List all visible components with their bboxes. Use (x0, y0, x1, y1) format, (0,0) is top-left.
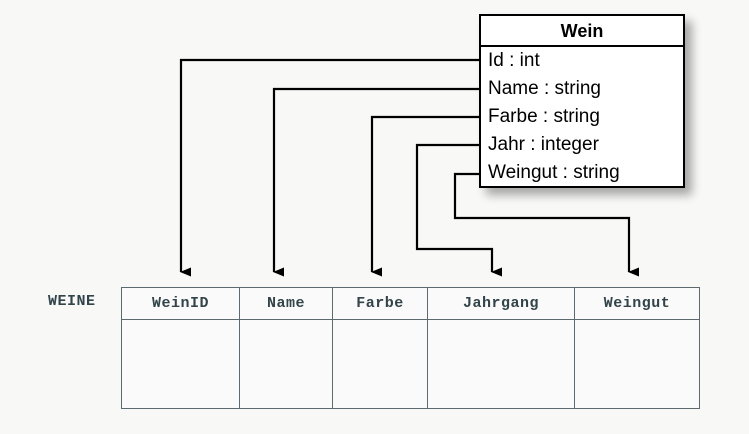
column-header-farbe: Farbe (332, 287, 428, 320)
connector-name-to-name (272, 87, 479, 277)
cell-weingut (574, 319, 700, 409)
relational-table: WeinID Name Farbe Jahrgang Weingut (121, 287, 700, 409)
uml-attribute-jahr: Jahr : integer (488, 134, 599, 155)
connector-farbe-to-farbe (370, 115, 479, 277)
column-header-weingut: Weingut (574, 287, 700, 320)
cell-jahrgang (427, 319, 575, 409)
table-row (121, 319, 700, 409)
connector-weingut-to-weingut (453, 172, 639, 277)
column-header-name: Name (239, 287, 333, 320)
connector-id-to-weinid (179, 58, 479, 277)
uml-class-box: Wein Id : int Name : string Farbe : stri… (479, 14, 685, 188)
table-header-row: WeinID Name Farbe Jahrgang Weingut (121, 287, 700, 320)
uml-attribute-list: Id : int Name : string Farbe : string Ja… (481, 47, 683, 187)
relational-table-label: WEINE (48, 293, 96, 310)
uml-class-name: Wein (481, 16, 683, 47)
cell-farbe (332, 319, 428, 409)
uml-attribute-weingut: Weingut : string (488, 162, 620, 183)
uml-attribute-farbe: Farbe : string (488, 106, 600, 127)
column-header-jahrgang: Jahrgang (427, 287, 575, 320)
cell-name (239, 319, 333, 409)
uml-attribute-name: Name : string (488, 78, 601, 99)
cell-weinid (121, 319, 240, 409)
uml-attribute-id: Id : int (488, 50, 540, 71)
column-header-weinid: WeinID (121, 287, 240, 320)
